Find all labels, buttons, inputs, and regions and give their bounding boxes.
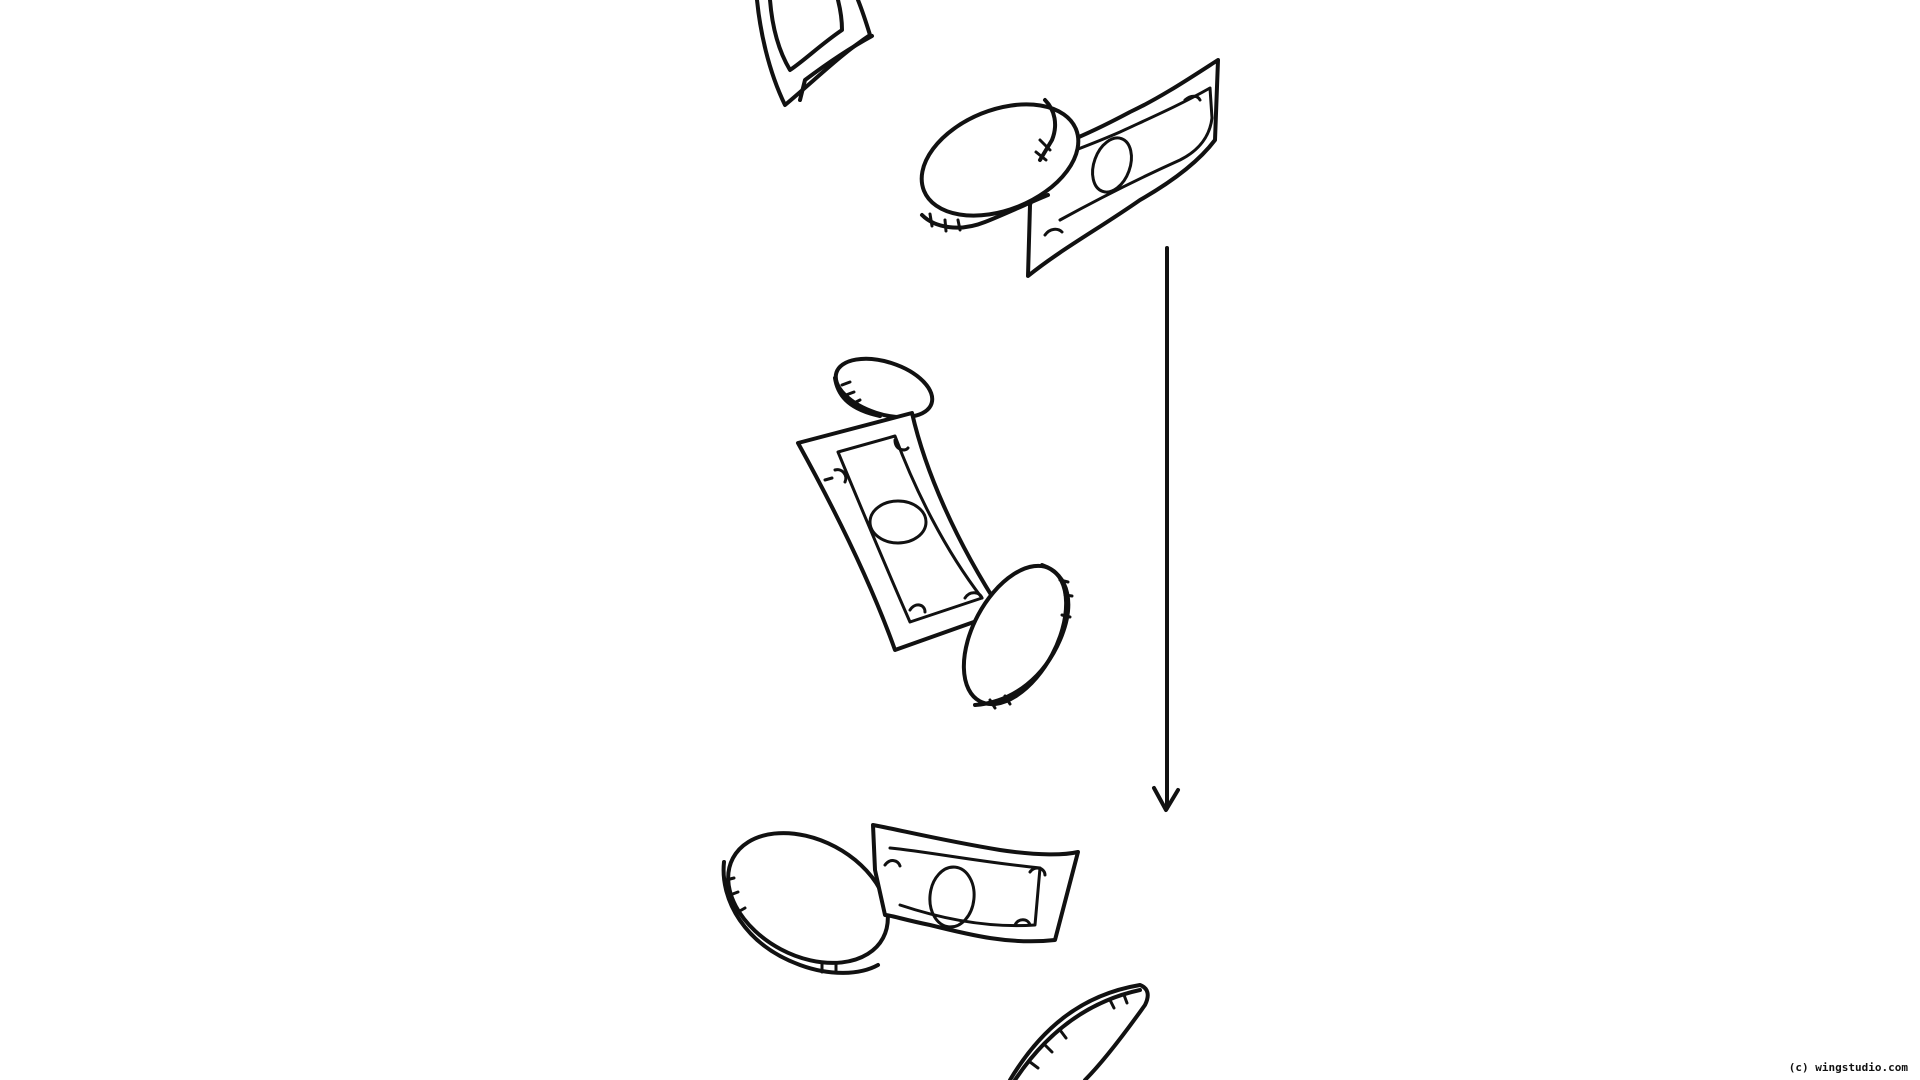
coin-icon [961, 563, 1074, 710]
dollar-bill-icon [1026, 58, 1220, 278]
coin-icon [833, 356, 935, 420]
copyright-notice: (c) wingstudio.com [1788, 1061, 1908, 1074]
coin-icon [721, 831, 890, 975]
dollar-bill-icon [755, 0, 874, 107]
dollar-bill-icon [796, 411, 1004, 652]
down-arrow-icon [1152, 246, 1180, 812]
coin-icon [919, 98, 1081, 233]
dollar-bill-icon [871, 823, 1080, 944]
coin-icon [1008, 983, 1150, 1080]
